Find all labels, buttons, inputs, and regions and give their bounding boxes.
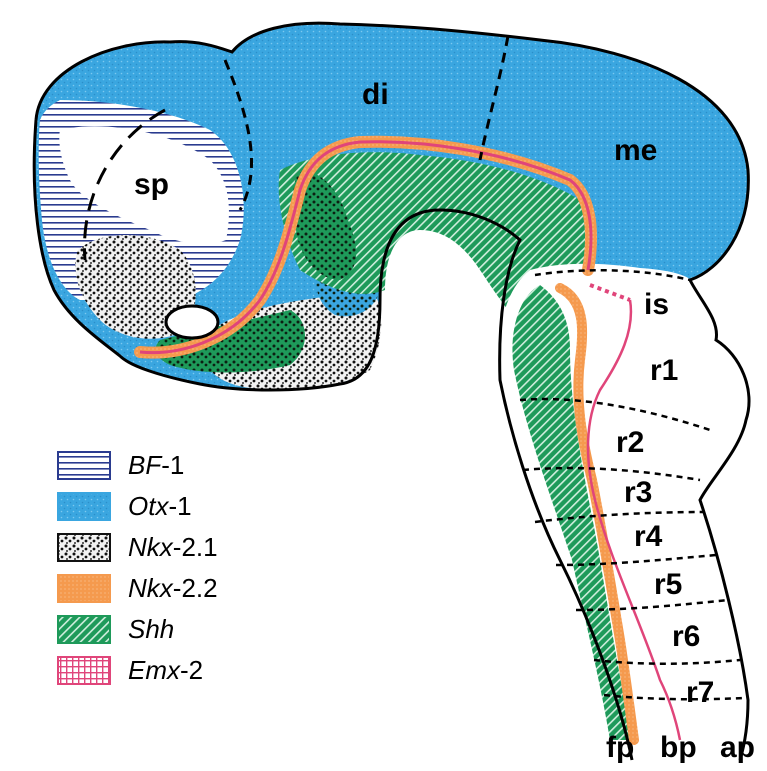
legend-gene-0: BF (128, 450, 163, 480)
label-di: di (362, 78, 389, 111)
label-r5: r5 (654, 568, 682, 601)
legend-swatch-2 (58, 534, 110, 561)
label-r7: r7 (686, 676, 714, 709)
label-me: me (614, 134, 657, 167)
label-fp: fp (606, 731, 634, 764)
legend-suffix-1: -1 (168, 491, 191, 521)
legend-suffix-2: -2.1 (173, 532, 218, 562)
legend-gene-2: Nkx (128, 532, 174, 562)
legend-label-2: Nkx-2.1 (128, 532, 218, 562)
legend-label-1: Otx-1 (128, 491, 192, 521)
legend-label-5: Emx-2 (128, 655, 203, 685)
legend-swatch-5 (58, 657, 110, 684)
label-r3: r3 (624, 476, 652, 509)
legend-label-0: BF-1 (128, 450, 184, 480)
legend-swatch-1 (58, 493, 110, 520)
label-r6: r6 (672, 620, 700, 653)
legend-gene-3: Nkx (128, 573, 174, 603)
legend-label-4: Shh (128, 614, 174, 644)
legend-swatch-0 (58, 452, 110, 479)
label-ap: ap (720, 731, 755, 764)
legend-gene-5: Emx (128, 655, 181, 685)
eye-opening (166, 306, 218, 338)
legend-gene-4: Shh (128, 614, 174, 644)
legend-swatch-3 (58, 575, 110, 602)
label-r4: r4 (634, 520, 663, 553)
label-r2: r2 (616, 426, 644, 459)
legend-suffix-0: -1 (161, 450, 184, 480)
legend-label-3: Nkx-2.2 (128, 573, 218, 603)
label-r1: r1 (650, 354, 678, 387)
legend-swatch-4 (58, 616, 110, 643)
legend-gene-1: Otx (128, 491, 169, 521)
label-is: is (644, 288, 669, 321)
legend-suffix-5: -2 (180, 655, 203, 685)
label-sp: sp (134, 168, 169, 201)
label-bp: bp (660, 731, 697, 764)
legend-suffix-3: -2.2 (173, 573, 218, 603)
